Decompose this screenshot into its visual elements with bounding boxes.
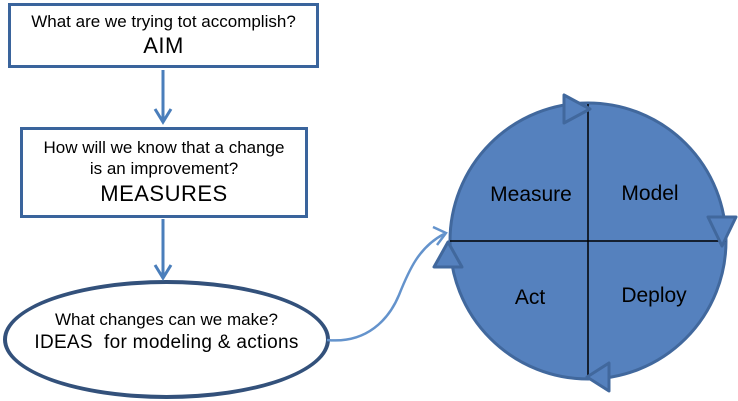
cycle-arrowhead-right-icon: [706, 215, 738, 248]
aim-box: What are we trying tot accomplish? AIM: [8, 3, 319, 68]
aim-question: What are we trying tot accomplish?: [31, 11, 296, 31]
curved-connector-arrow-icon: [326, 225, 448, 342]
cycle-arrowhead-left-icon: [432, 240, 464, 269]
measures-question-line1: How will we know that a change: [43, 137, 285, 157]
cycle-arrowhead-top-icon: [562, 93, 592, 125]
ideas-label: IDEAS for modeling & actions: [34, 332, 299, 354]
measures-label: MEASURES: [100, 181, 228, 207]
quadrant-label-model: Model: [621, 182, 679, 205]
quadrant-label-act: Act: [514, 286, 546, 309]
aim-label: AIM: [143, 33, 184, 59]
quadrant-label-deploy: Deploy: [621, 284, 687, 307]
cycle-arrowhead-bottom-icon: [585, 361, 611, 393]
down-arrow-2-icon: [153, 219, 173, 281]
ideas-question: What changes can we make?: [54, 310, 278, 330]
ideas-ellipse: What changes can we make? IDEAS for mode…: [3, 280, 330, 399]
quadrant-label-measure: Measure: [490, 183, 572, 206]
down-arrow-1-icon: [153, 70, 173, 125]
measures-question-line2: is an improvement?: [89, 159, 239, 179]
measures-box: How will we know that a change is an imp…: [20, 127, 308, 218]
